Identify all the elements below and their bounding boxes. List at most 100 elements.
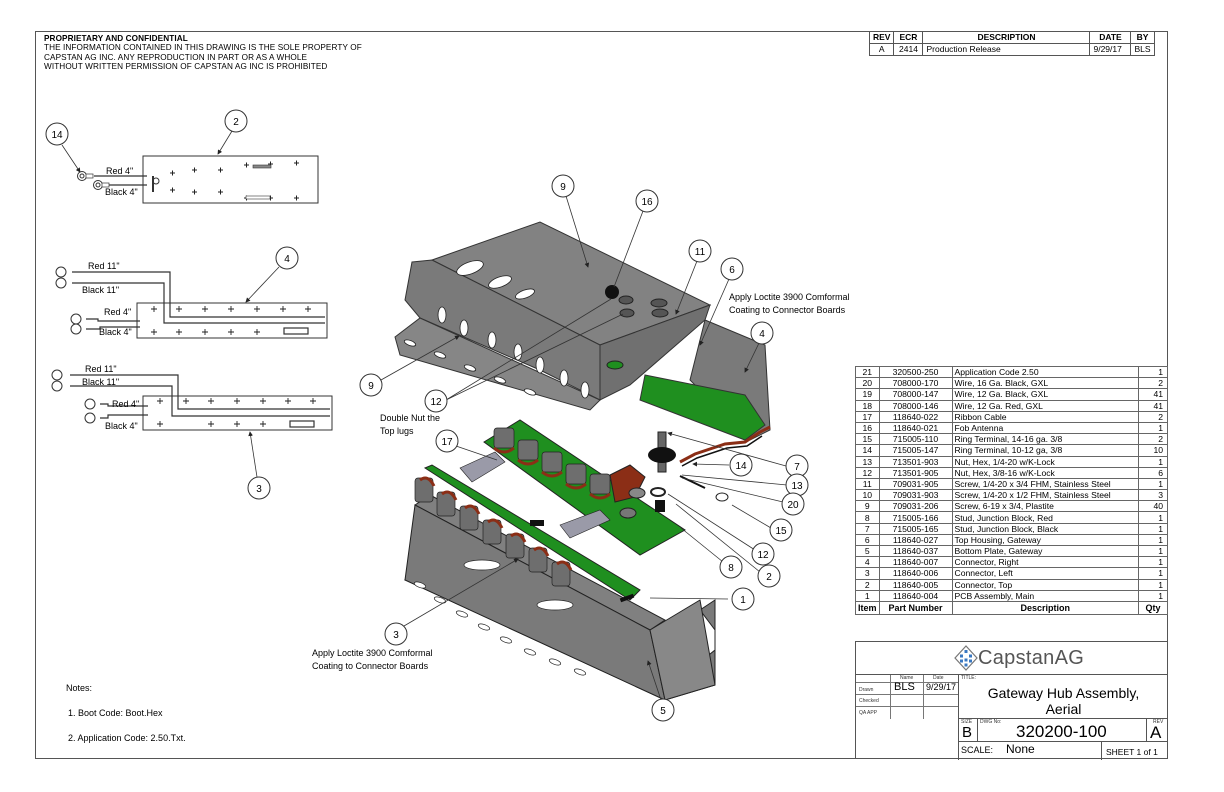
balloon-15: 15 xyxy=(769,518,793,542)
name-header: Name xyxy=(900,675,914,681)
bom-part-number: 709031-206 xyxy=(878,500,953,513)
bom-description: PCB Assembly, Main xyxy=(951,589,1140,602)
bom-item-number: 9 xyxy=(855,500,880,513)
wire-label-red-11: Red 11" xyxy=(85,364,117,374)
balloon-label: 20 xyxy=(787,500,799,511)
rev-label: REV xyxy=(1153,719,1164,725)
bom-item-number: 14 xyxy=(855,444,880,457)
bom-description: Ring Terminal, 14-16 ga. 3/8 xyxy=(951,433,1140,446)
bom-description: Stud, Junction Block, Red xyxy=(951,511,1140,524)
exploded-assembly xyxy=(394,221,771,701)
wire-label-red-4: Red 4" xyxy=(104,307,131,317)
bom-description: Ribbon Cable xyxy=(951,410,1140,423)
connector-board-left xyxy=(414,464,641,603)
bom-item-number: 17 xyxy=(855,410,880,423)
proprietary-line: CAPSTAN AG INC. ANY REPRODUCTION IN PART… xyxy=(44,52,308,62)
balloon-label: 17 xyxy=(441,437,453,448)
revision-row: A 2414 Production Release 9/29/17 BLS xyxy=(868,43,1155,56)
balloon-12: 12 xyxy=(424,389,448,413)
logo-area: CapstanAG xyxy=(856,642,1167,675)
wire-label-black-4: Black 4" xyxy=(105,421,138,431)
bom-description: Connector, Left xyxy=(951,567,1140,580)
balloon-6: 6 xyxy=(720,257,744,281)
drawing-sheet-border xyxy=(35,31,1168,759)
bom-quantity: 10 xyxy=(1138,444,1168,457)
bom-quantity: 1 xyxy=(1138,556,1168,569)
balloon-label: 9 xyxy=(368,381,374,392)
balloon-label: 14 xyxy=(51,130,63,141)
drawing-title-line2: Aerial xyxy=(1045,701,1082,717)
bom-item-number: 3 xyxy=(855,567,880,580)
bom-quantity: 1 xyxy=(1138,589,1168,602)
bom-part-number: 708000-170 xyxy=(878,377,953,390)
bom-quantity: 2 xyxy=(1138,377,1168,390)
double-nut-note-line1: Double Nut the xyxy=(380,413,440,423)
bom-quantity: 1 xyxy=(1138,421,1168,435)
revision-table: REV ECR DESCRIPTION DATE BY A 2414 Produ… xyxy=(868,31,1155,56)
balloon-label: 16 xyxy=(641,197,653,208)
detail-view-connector-right: Red 11" Black 11" Red 4" Black 4" xyxy=(55,261,328,339)
bom-item-number: 4 xyxy=(855,556,880,569)
scale-label: SCALE: xyxy=(961,745,994,755)
bom-part-number: 118640-006 xyxy=(878,567,953,580)
balloon-3: 3 xyxy=(247,476,271,500)
wire-label-red-4: Red 4" xyxy=(112,399,139,409)
junction-stud xyxy=(648,425,771,502)
title-label: TITLE: xyxy=(961,675,977,681)
balloon-label: 12 xyxy=(757,550,769,561)
bom-item-number: 1 xyxy=(855,589,880,602)
balloon-label: 7 xyxy=(794,462,800,473)
bom-description: Wire, 12 Ga. Black, GXL xyxy=(951,388,1140,401)
top-housing xyxy=(394,221,771,441)
balloon-14b: 14 xyxy=(729,453,753,477)
balloon-label: 3 xyxy=(256,484,262,495)
bom-description: Stud, Junction Block, Black xyxy=(951,522,1140,535)
bom-quantity: 1 xyxy=(1138,544,1168,558)
bom-part-number: 715005-166 xyxy=(878,511,953,524)
bom-quantity: 40 xyxy=(1138,500,1168,513)
bom-part-number: 118640-004 xyxy=(878,589,953,602)
drawing-title-line1: Gateway Hub Assembly, xyxy=(987,685,1140,701)
bom-part-number: 715005-110 xyxy=(878,433,953,446)
balloon-4b: 4 xyxy=(750,321,774,345)
bom-description: Ring Terminal, 10-12 ga, 3/8 xyxy=(951,444,1140,457)
detail-view-connector-top: Red 4" Black 4" xyxy=(77,155,319,204)
balloon-label: 9 xyxy=(560,182,566,193)
wire-label-black-4: Black 4" xyxy=(105,187,138,197)
balloon-14: 14 xyxy=(45,122,69,146)
loctite-note-top-line2: Coating to Connector Boards xyxy=(729,305,846,315)
sheet-number: SHEET 1 of 1 xyxy=(1106,747,1158,757)
bom-description: Connector, Top xyxy=(951,578,1140,591)
bom-quantity: 2 xyxy=(1138,433,1168,446)
double-nut-note-line2: Top lugs xyxy=(380,426,414,436)
bom-quantity: 41 xyxy=(1138,399,1168,412)
bom-part-number: 709031-905 xyxy=(878,477,953,491)
balloon-label: 14 xyxy=(735,461,747,472)
drawn-date: 9/29/17 xyxy=(926,682,957,692)
bom-quantity: 1 xyxy=(1138,533,1168,547)
bom-quantity: 1 xyxy=(1138,511,1168,524)
bom-part-number: 118640-027 xyxy=(878,533,953,547)
bom-quantity: 3 xyxy=(1138,489,1168,502)
bom-header-part-number: Part Number xyxy=(878,600,953,615)
bom-quantity: 1 xyxy=(1138,578,1168,591)
annotations: Apply Loctite 3900 Comformal Coating to … xyxy=(312,292,850,671)
bom-description: Nut, Hex, 1/4-20 w/K-Lock xyxy=(951,455,1140,468)
approval-grid: Name Date Drawn BLS 9/29/17 Checked QA A… xyxy=(856,675,958,719)
balloon-label: 5 xyxy=(660,706,666,717)
balloon-12b: 12 xyxy=(751,542,775,566)
